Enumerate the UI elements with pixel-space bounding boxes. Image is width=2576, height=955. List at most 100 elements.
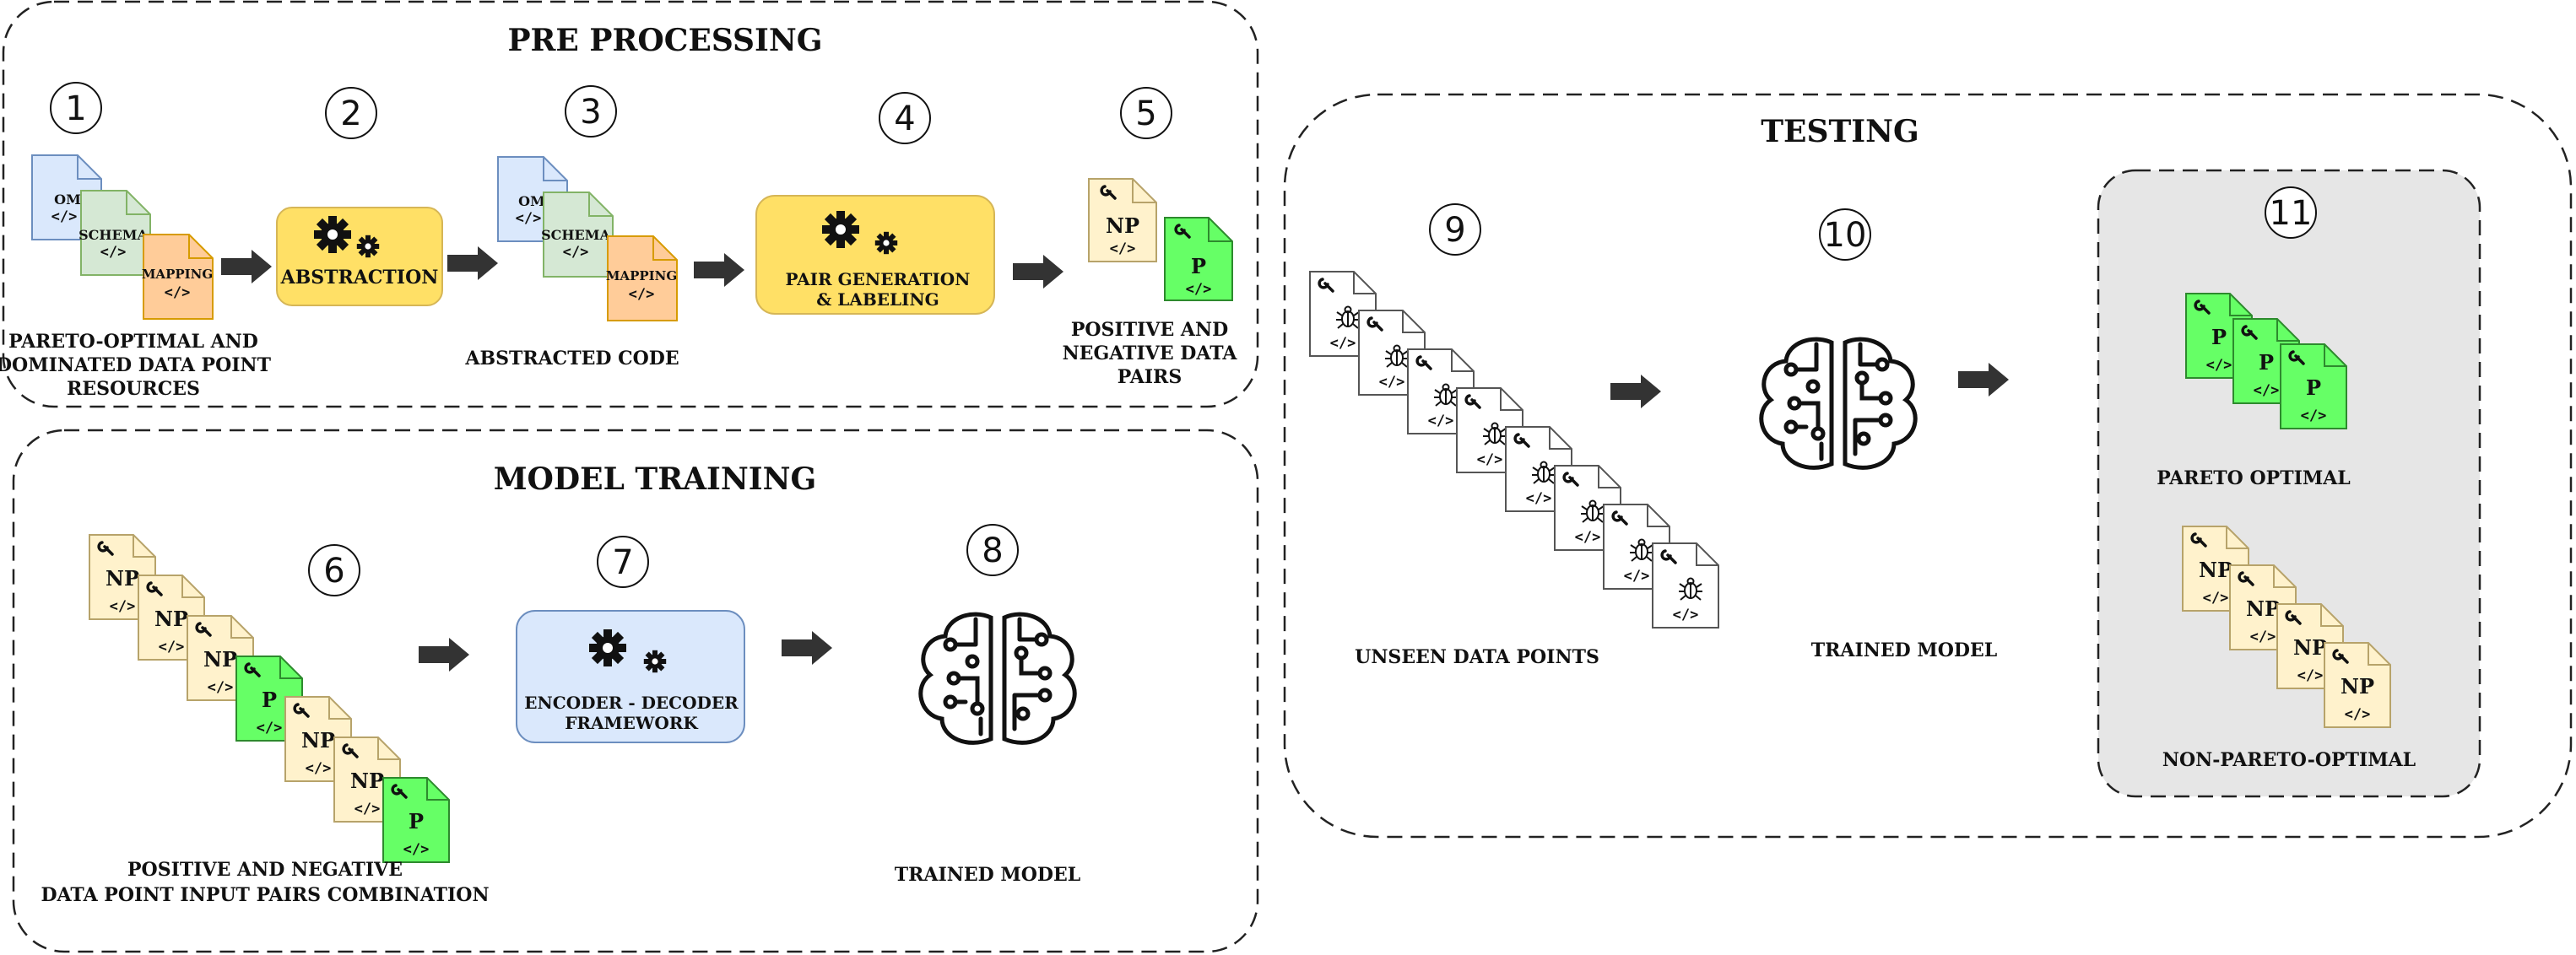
doc-code: </> — [1673, 607, 1699, 623]
combination-caption-2: DATA POINT INPUT PAIRS COMBINATION — [41, 884, 489, 906]
doc-code: </> — [2297, 667, 2324, 684]
abstract-om-code: </> — [516, 210, 542, 227]
doc-code: </> — [2254, 382, 2280, 399]
p-document: P </> — [382, 777, 450, 863]
doc-code: </> — [354, 801, 381, 817]
step-3: 3 — [580, 93, 601, 132]
model-training-frame — [12, 429, 1259, 953]
step-8: 8 — [982, 531, 1003, 570]
pair-generation-box — [755, 195, 995, 315]
doc-code: </> — [1428, 413, 1454, 429]
resources-caption-2: DOMINATED DATA POINT — [0, 354, 272, 376]
doc-code: </> — [403, 841, 430, 858]
np-document: NP</> — [2324, 642, 2391, 728]
non-pareto-documents: NP</>NP</>NP</>NP</> — [2182, 526, 2391, 728]
p-doc-label: P — [2259, 350, 2274, 375]
doc-code: </> — [110, 598, 136, 615]
brain-circuit-icon — [1762, 339, 1915, 467]
np-doc-label: NP — [2293, 635, 2327, 660]
trained-model-caption-8: TRAINED MODEL — [895, 864, 1080, 886]
abstract-schema-label: SCHEMA — [541, 227, 610, 243]
doc-om-label: OM — [54, 192, 81, 208]
unseen-caption: UNSEEN DATA POINTS — [1355, 646, 1599, 668]
doc-code: </> — [257, 720, 283, 736]
step-markers: 1 2 3 4 5 6 7 8 9 10 11 — [50, 82, 2317, 596]
p-doc-code: </> — [1186, 281, 1212, 298]
doc-code: </> — [1330, 335, 1356, 352]
np-doc-label: NP — [2246, 596, 2280, 621]
section-title-testing: TESTING — [1761, 114, 1919, 149]
abstracted-documents: OM </> SCHEMA </> MAPPING </> — [497, 156, 678, 321]
np-doc-label: NP — [154, 607, 188, 631]
doc-mapping-code: </> — [165, 284, 191, 301]
encoder-label-2: FRAMEWORK — [565, 713, 698, 733]
step-11: 11 — [2270, 194, 2313, 233]
doc-code: </> — [1575, 529, 1601, 546]
p-doc-label: P — [2306, 375, 2321, 400]
doc-code: </> — [2203, 590, 2229, 607]
abstracted-code-caption: ABSTRACTED CODE — [464, 348, 679, 370]
arrow-9-10 — [1610, 375, 1661, 408]
step-1: 1 — [65, 89, 86, 128]
step-9: 9 — [1444, 211, 1465, 250]
arrow-4-5 — [1013, 255, 1063, 289]
np-doc-label: NP — [203, 647, 237, 672]
doc-code: </> — [1477, 451, 1503, 468]
brain-circuit-icon — [921, 614, 1074, 742]
np-doc-label: NP — [2199, 558, 2232, 582]
unseen-documents: </></></></></></></></> — [1309, 271, 1719, 629]
np-doc-label: NP — [350, 769, 384, 793]
combination-caption-1: POSITIVE AND NEGATIVE — [127, 859, 403, 881]
step-4: 4 — [894, 100, 915, 138]
arrow-6-7 — [419, 638, 469, 672]
step-10: 10 — [1824, 216, 1867, 255]
pareto-optimal-caption: PARETO OPTIMAL — [2157, 467, 2351, 489]
p-document: P </> — [2280, 343, 2347, 429]
np-doc-label: NP — [106, 566, 139, 591]
non-pareto-caption: NON-PARETO-OPTIMAL — [2162, 749, 2416, 771]
combination-documents: NP</>NP</>NP</>P</>NP</>NP</>P</> — [89, 534, 450, 863]
resources-caption-3: RESOURCES — [67, 378, 200, 400]
doc-code: </> — [208, 679, 234, 696]
p-doc-label: P — [2211, 325, 2227, 349]
pre-processing-frame — [2, 0, 1259, 408]
trained-model-caption-10: TRAINED MODEL — [1811, 639, 1997, 661]
pair-documents: NP </> P </> — [1088, 178, 1233, 301]
step-6: 6 — [323, 552, 344, 591]
doc-om-code: </> — [51, 208, 78, 225]
p-doc-label: P — [262, 688, 277, 712]
doc-code: </> — [2250, 629, 2276, 645]
doc-code: </> — [306, 760, 332, 777]
abstract-schema-code: </> — [563, 244, 589, 261]
doc-schema-label: SCHEMA — [78, 227, 148, 243]
step-2: 2 — [340, 94, 361, 133]
doc-code: </> — [2301, 407, 2327, 424]
pair-generation-label-1: PAIR GENERATION — [786, 269, 971, 289]
p-doc-label: P — [1191, 254, 1206, 278]
arrow-2-3 — [447, 246, 498, 280]
arrow-1-2 — [221, 250, 272, 283]
abstraction-label: ABSTRACTION — [280, 267, 439, 289]
abstraction-box — [276, 207, 443, 306]
section-title-model-training: MODEL TRAINING — [494, 461, 817, 497]
abstract-mapping-code: </> — [629, 286, 655, 303]
encoder-decoder-box — [516, 610, 745, 743]
pair-generation-label-2: & LABELING — [816, 289, 939, 310]
doc-mapping-label: MAPPING — [142, 267, 213, 282]
step-5: 5 — [1135, 94, 1156, 133]
doc-code: </> — [159, 639, 185, 656]
arrow-7-8 — [782, 631, 832, 665]
resource-documents: OM </> SCHEMA </> MAPPING </> — [31, 154, 214, 320]
unseen-document: </> — [1652, 542, 1719, 629]
section-title-pre-processing: PRE PROCESSING — [507, 23, 822, 58]
np-doc-code: </> — [1110, 240, 1136, 257]
doc-schema-code: </> — [100, 244, 127, 261]
step-7: 7 — [612, 543, 633, 582]
arrow-10-11 — [1958, 363, 2009, 397]
p-doc-label: P — [409, 809, 424, 834]
resources-caption-1: PARETO-OPTIMAL AND — [8, 331, 258, 353]
doc-code: </> — [2345, 706, 2371, 723]
doc-code: </> — [1379, 374, 1405, 391]
doc-code: </> — [1526, 490, 1552, 507]
